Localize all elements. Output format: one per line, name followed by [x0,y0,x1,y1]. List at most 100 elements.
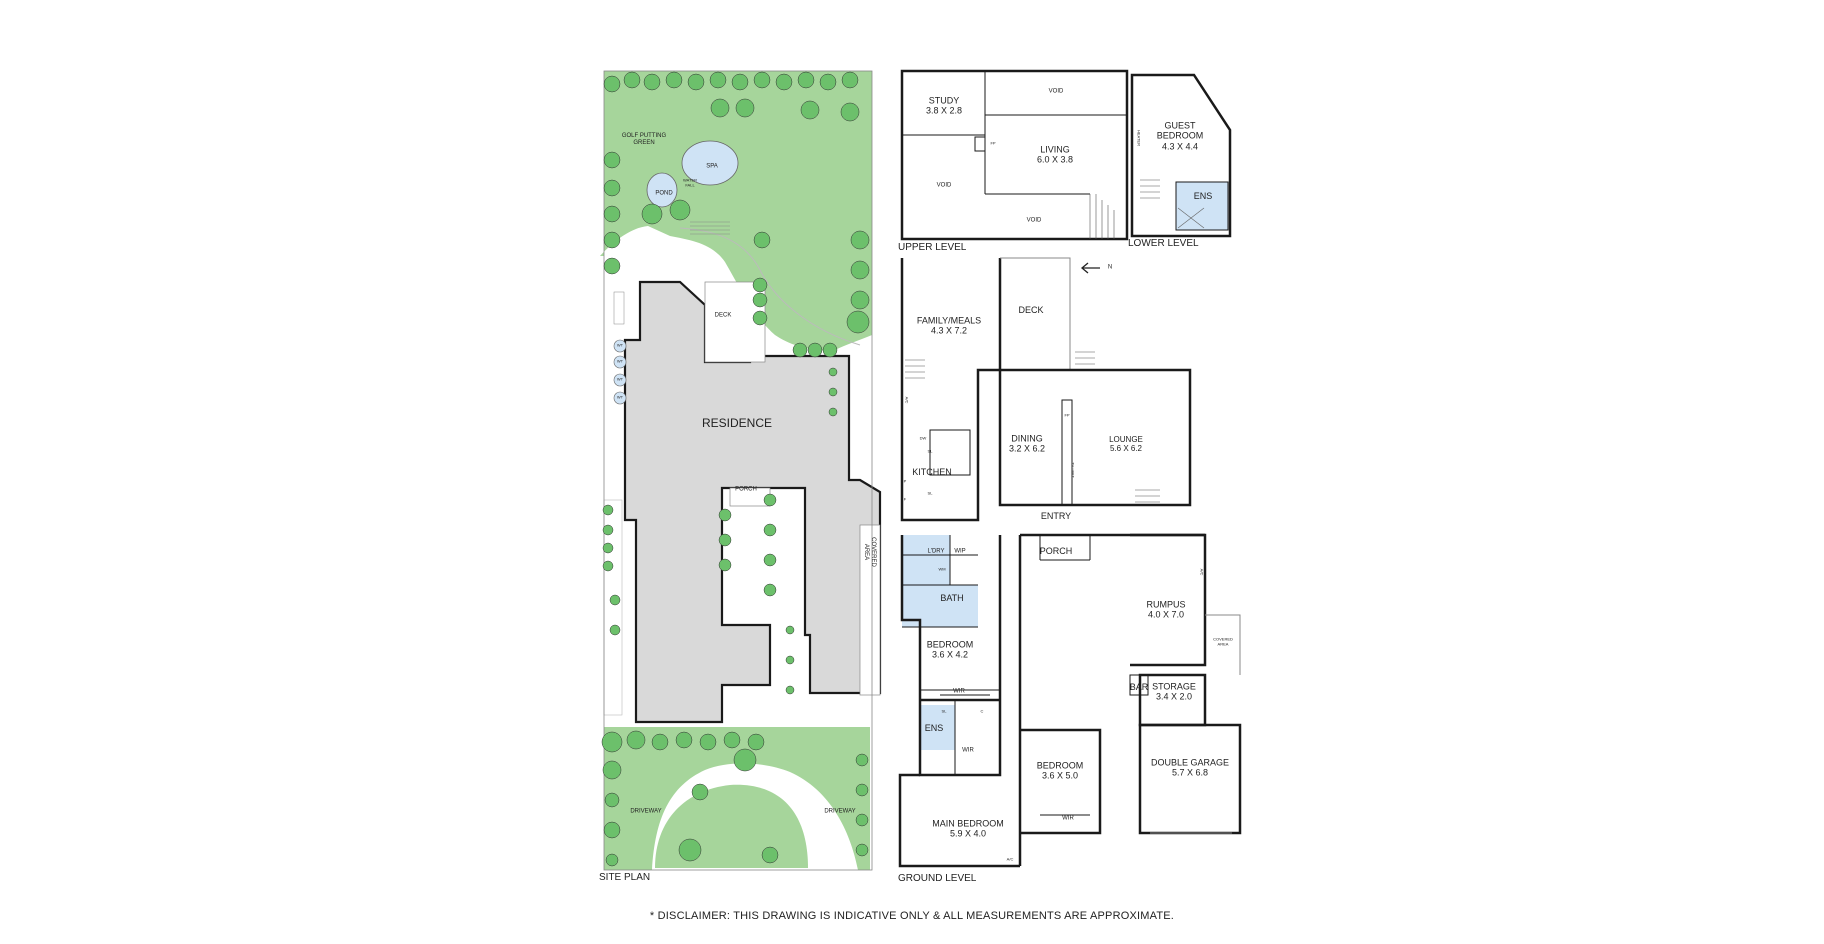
tree-icon [603,231,621,249]
lower-level-caption: LOWER LEVEL [1128,238,1199,249]
bath-label: BATH [940,592,964,603]
main-bedroom-name: MAIN BEDROOM [932,818,1004,829]
guest-bedroom-name: GUEST BEDROOM [1156,120,1204,141]
bar-label: BAR [1129,681,1149,692]
driveway-island [655,784,808,868]
tree-icon [718,558,732,572]
family-meals-label: FAMILY/MEALS 4.3 X 7.2 [917,316,981,337]
ground-stairs [905,351,1160,503]
tree-icon [785,625,795,635]
ac-main-label: A/C [1006,856,1014,862]
tree-icon [669,199,691,221]
ac-left-label: A/C [904,396,910,404]
water-tank-label: WT [616,394,624,400]
north-label: N [1107,264,1113,271]
lower-ens-label: ENS [1193,190,1213,201]
rumpus-label: RUMPUS 4.0 X 7.0 [1146,600,1185,621]
tree-icon [641,203,663,225]
tree-icon [850,260,870,280]
rumpus-name: RUMPUS [1146,599,1186,610]
tree-icon [609,624,621,636]
deck-label: DECK [1018,304,1044,315]
waterfall-label: WATER FALL [683,177,697,187]
site-plan-caption: SITE PLAN [599,872,651,883]
dw-label: DW [919,435,927,441]
tree-icon [710,98,730,118]
tree-icon [763,493,777,507]
tree-icon [785,655,795,665]
heater-label: HEATER [1136,130,1142,146]
tree-icon [718,533,732,547]
tree-icon [822,342,838,358]
bedroom2-label: BEDROOM 3.6 X 5.0 [1037,761,1084,782]
study-dim: 3.8 X 2.8 [925,106,963,116]
pond-label: POND [655,190,673,197]
water-tank-label: WT [616,376,624,382]
golf-green-label: GOLF PUTTING GREEN [621,133,667,146]
site-covered-area [859,524,881,696]
storage-name: STORAGE [1152,681,1196,692]
lounge-dim: 5.6 X 6.2 [1109,444,1143,453]
tree-icon [763,583,777,597]
tree-icon [735,98,755,118]
tree-icon [675,731,693,749]
tree-icon [855,843,869,857]
ensuite-label: ENS [924,722,944,733]
wir2-label: WIR [962,747,974,754]
tree-icon [792,342,808,358]
ground-level-caption: GROUND LEVEL [898,873,977,884]
tree-icon [602,524,614,536]
rumpus-dim: 4.0 X 7.0 [1147,610,1185,620]
tv-unit-label: TV UNIT [1070,462,1076,478]
tree-icon [651,733,669,751]
fridge-label: F [903,496,907,502]
pond-shape [646,172,678,208]
laundry-fill [902,535,950,585]
tree-icon [785,685,795,695]
site-covered-area-label: COVERED AREA [863,537,876,567]
tree-icon [807,342,823,358]
tree-icon [846,310,870,334]
residence-label: RESIDENCE [701,416,773,431]
tree-icon [709,71,727,89]
bedroom1-label: BEDROOM 3.6 X 4.2 [927,640,974,661]
upper-level-plan [900,69,1129,241]
covered-area-label: COVERED AREA [1213,636,1233,646]
storage-dim: 3.4 X 2.0 [1155,692,1193,702]
wm-label: WM [938,566,946,572]
water-tanks [613,339,627,405]
site-boundary [603,70,873,871]
wip-label: WIP [954,548,966,555]
main-bedroom-dim: 5.9 X 4.0 [949,829,987,839]
garden-path [679,227,861,346]
family-meals-name: FAMILY/MEALS [916,315,982,326]
ground-fp-label: FP [1064,412,1070,418]
driveway-left-label: DRIVEWAY [630,808,662,815]
lower-level-plan [1130,73,1232,238]
wir3-label: WIR [1062,815,1074,822]
site-shed [613,291,625,325]
entry-label: ENTRY [1040,510,1072,521]
tree-icon [665,71,683,89]
tree-icon [678,838,702,862]
guest-bedroom-dim: 4.3 X 4.4 [1161,141,1199,152]
lounge-label: LOUNGE 5.6 X 6.2 [1109,435,1143,453]
upper-level-caption: UPPER LEVEL [898,242,967,253]
dining-name: DINING [1011,433,1043,444]
double-garage-name: DOUBLE GARAGE [1150,757,1230,768]
tree-icon [602,542,614,554]
north-arrow-icon [1080,262,1100,274]
bedroom1-dim: 3.6 X 4.2 [931,650,969,660]
tree-icon [643,73,661,91]
tree-icon [733,748,757,772]
tree-icon [761,846,779,864]
tree-icon [828,367,838,377]
ensuite-sl-label: SL [941,708,947,714]
living-label: LIVING 6.0 X 3.8 [1037,145,1073,166]
tree-icon [747,733,765,751]
sl-label: SL [927,448,933,454]
tree-icon [850,290,870,310]
tree-icon [828,387,838,397]
bottom-lawn [604,727,870,870]
